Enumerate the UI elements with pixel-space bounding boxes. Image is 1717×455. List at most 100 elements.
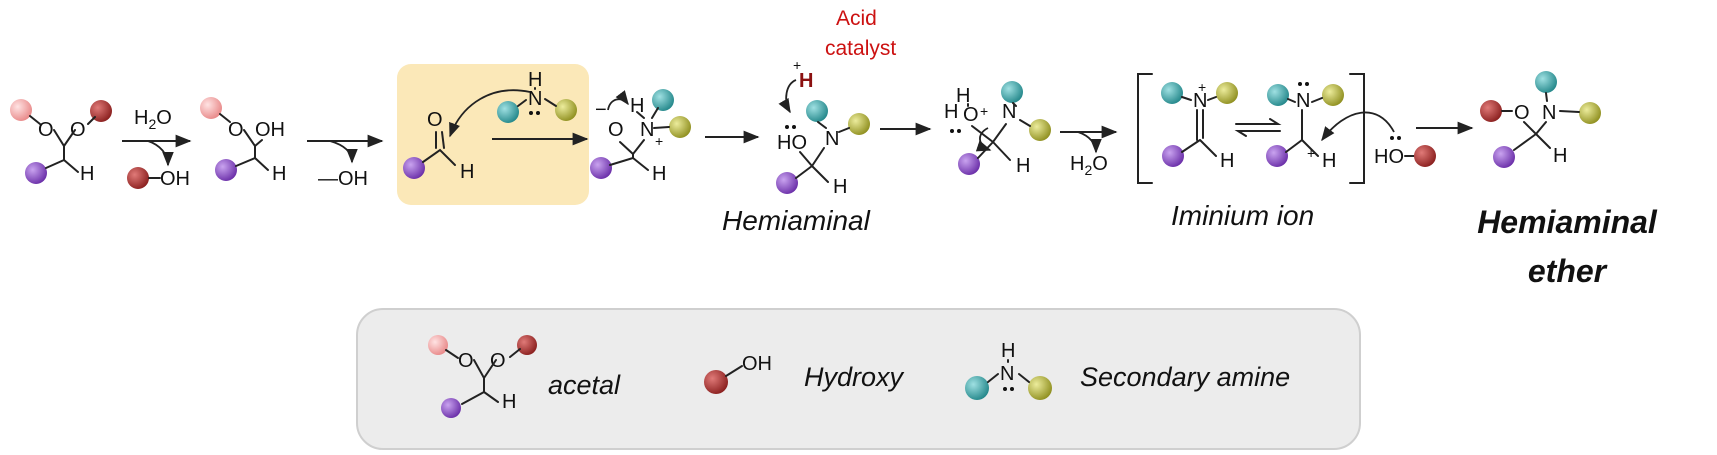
purple-substituent-ball (1162, 145, 1184, 167)
teal-substituent-ball (965, 376, 989, 400)
oxonium-hydrogen-left: H (944, 101, 958, 123)
iminium-resonance-1: N + H (1161, 79, 1238, 172)
pink-substituent-ball (10, 99, 32, 121)
left-bracket (1137, 73, 1153, 184)
product-caption-line-2: ether (1528, 253, 1608, 289)
acid-catalyst-line-1: Acid (836, 7, 877, 30)
purple-substituent-ball (25, 162, 47, 184)
purple-substituent-ball (1493, 146, 1515, 168)
aldehyde-hydrogen: H (460, 161, 474, 183)
ether-nitrogen: N (1542, 102, 1556, 124)
purple-substituent-ball (590, 157, 612, 179)
legend-amine-structure: H N (965, 340, 1052, 400)
hemiacetal-molecule: O OH H (200, 97, 286, 185)
olive-substituent-ball (1579, 102, 1601, 124)
iminium-nitrogen: N (1193, 90, 1207, 112)
purple-substituent-ball (776, 172, 798, 194)
proton-h: H (799, 70, 813, 92)
legend-hydroxy-label: Hydroxy (804, 362, 905, 392)
right-bracket (1349, 73, 1365, 184)
amine-reagent: H N (497, 69, 577, 123)
hemiaminal-hydrogen: H (833, 176, 847, 198)
zwitterion-intermediate: − H O N + H (590, 89, 691, 185)
legend-acetal-structure: O O H (428, 335, 537, 418)
hemiacetal-oh: OH (255, 119, 285, 141)
pink-substituent-ball (200, 97, 222, 119)
purple-substituent-ball (958, 153, 980, 175)
teal-substituent-ball (1535, 71, 1557, 93)
red-substituent-ball (1414, 145, 1436, 167)
hemiacetal-hydrogen: H (272, 163, 286, 185)
red-substituent-ball (1480, 100, 1502, 122)
protonated-nitrogen: N (1002, 101, 1016, 123)
oxonium-oxygen: O (963, 104, 979, 126)
protonated-c-hydrogen: H (1016, 155, 1030, 177)
ether-hydrogen: H (1553, 145, 1567, 167)
teal-substituent-ball (806, 100, 828, 122)
methanol-byproduct: OH (127, 167, 190, 190)
purple-substituent-ball (441, 398, 461, 418)
acid-catalyst-line-2: catalyst (825, 37, 896, 60)
hemiaminal-nitrogen: N (825, 128, 839, 150)
amine-nitrogen: N (1296, 90, 1310, 112)
hemiaminal-ether-molecule: O N H (1480, 71, 1601, 168)
acetal-molecule: O O H (10, 99, 112, 185)
zwitterion-nitrogen: N (640, 119, 654, 141)
legend-hydroxy-structure: OH (704, 353, 772, 394)
nucleophilic-attack-arrow (449, 89, 531, 138)
water-reagent: H2O (134, 107, 172, 132)
acetal-oxygen-right: O (490, 350, 506, 372)
hemiaminal-ho: HO (777, 132, 807, 154)
olive-substituent-ball (1216, 82, 1238, 104)
acetal-oxygen-left: O (458, 350, 474, 372)
attacking-ho: HO (1374, 146, 1404, 168)
aldehyde-molecule: O H (403, 109, 474, 183)
olive-substituent-ball (848, 113, 870, 135)
protonated-hemiaminal: H H O + N H (944, 81, 1051, 177)
attacking-hydroxy: HO (1321, 111, 1436, 168)
teal-substituent-ball (652, 89, 674, 111)
aldehyde-highlight (397, 64, 589, 205)
legend-box (356, 308, 1361, 450)
alkoxide-minus: − (595, 99, 607, 121)
olive-substituent-ball (1028, 376, 1052, 400)
equilibrium-arrows (1234, 118, 1282, 137)
carbocation-hydrogen: H (1322, 150, 1336, 172)
olive-substituent-ball (1029, 119, 1051, 141)
iminium-plus: + (1198, 79, 1206, 95)
water-byproduct: H2O (1070, 153, 1108, 178)
product-caption-line-1: Hemiaminal (1477, 204, 1658, 240)
oxonium-plus: + (980, 103, 988, 119)
acetal-hydrogen: H (502, 391, 516, 413)
iminium-caption: Iminium ion (1171, 200, 1314, 231)
amine-nitrogen: N (1000, 363, 1014, 385)
legend-acetal-label: acetal (548, 370, 621, 400)
teal-substituent-ball (1267, 84, 1289, 106)
iminium-resonance-2: N + H (1266, 82, 1344, 172)
proton-plus: + (793, 57, 801, 73)
hemiaminal-caption: Hemiaminal (722, 205, 871, 236)
acetal-oxygen-left: O (38, 119, 54, 141)
amine-hydrogen: H (1001, 340, 1015, 362)
teal-substituent-ball (1161, 82, 1183, 104)
olive-substituent-ball (555, 99, 577, 121)
purple-substituent-ball (403, 157, 425, 179)
red-substituent-ball (704, 370, 728, 394)
zwitterion-oxygen: O (608, 119, 624, 141)
olive-substituent-ball (669, 116, 691, 138)
acetal-oxygen-right: O (70, 119, 86, 141)
oxonium-hydrogen-top: H (956, 85, 970, 107)
olive-substituent-ball (1322, 84, 1344, 106)
ether-oxygen: O (1514, 102, 1530, 124)
aldehyde-oxygen: O (427, 109, 443, 131)
hydroxy-byproduct: —OH (318, 168, 368, 190)
amine-hydrogen: H (528, 69, 542, 91)
zwitterion-c-hydrogen: H (652, 163, 666, 185)
red-substituent-ball (517, 335, 537, 355)
amine-nitrogen: N (528, 88, 542, 110)
hemiacetal-oxygen: O (228, 119, 244, 141)
red-substituent-ball (127, 167, 149, 189)
zwitterion-hydrogen: H (630, 95, 644, 117)
carbocation-plus: + (1307, 145, 1315, 161)
